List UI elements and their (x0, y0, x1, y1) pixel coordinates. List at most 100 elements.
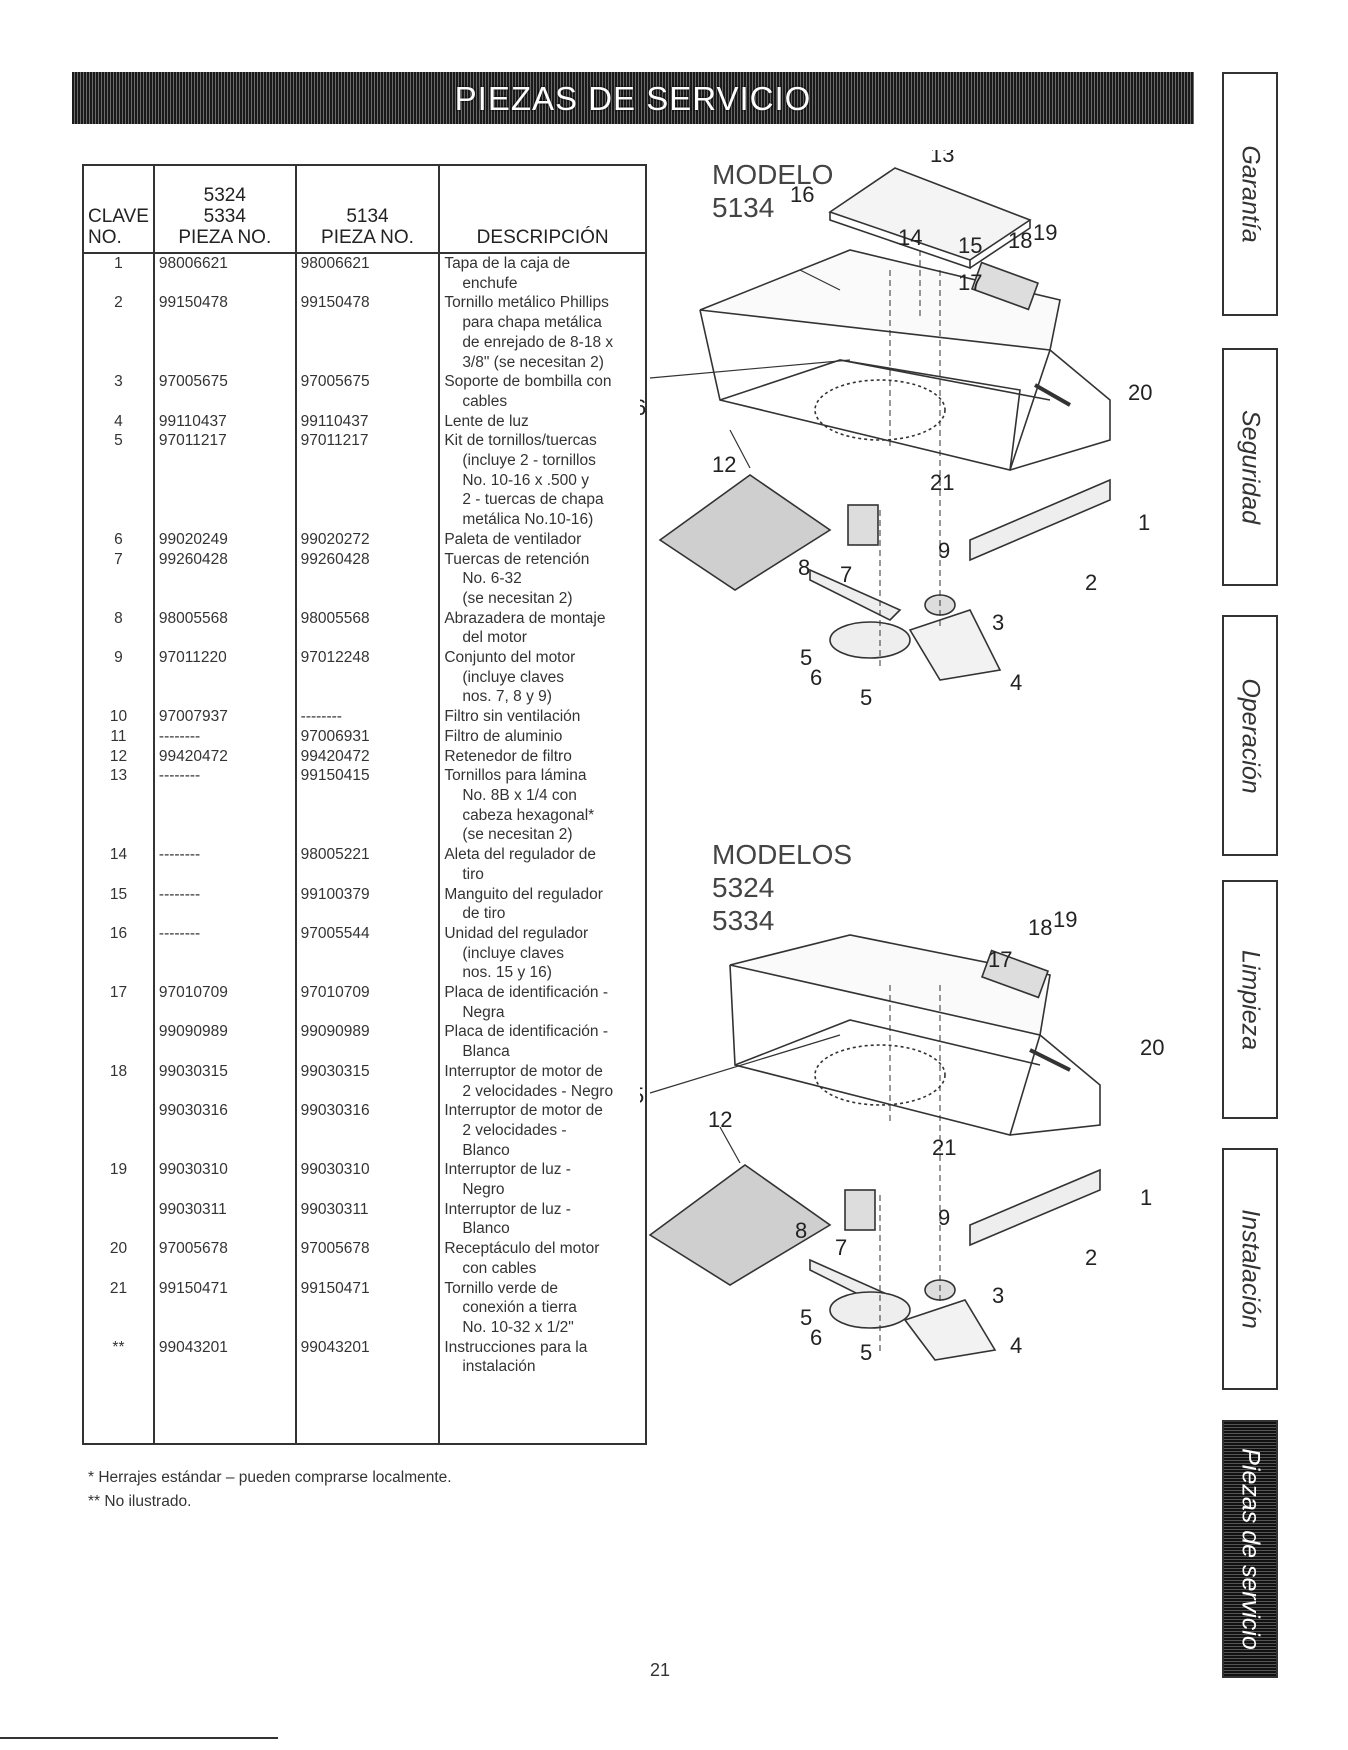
descripcion-cell: Retenedor de filtro (438, 746, 646, 767)
tab-operacion[interactable]: Operación (1222, 615, 1278, 856)
header-descripcion: DESCRIPCIÓN (438, 165, 646, 254)
descripcion-cell: Placa de identificación -Blanca (438, 1022, 646, 1062)
tab-instalacion[interactable]: Instalación (1222, 1148, 1278, 1390)
callout-21: 21 (930, 470, 954, 495)
footnote-not-illustrated: ** No ilustrado. (88, 1493, 192, 1510)
descripcion-continuation: Blanco (462, 1141, 510, 1159)
pieza-5134-cell: 99090989 (294, 1022, 440, 1062)
callout-b-12: 12 (708, 1107, 732, 1132)
clave-cell: 6 (114, 530, 123, 548)
descripcion-cell: Paleta de ventilador (438, 529, 646, 550)
callout-9: 9 (938, 538, 950, 563)
callouts-top: 13 16 14 15 18 19 17 20 6 11 12 21 9 1 8… (640, 150, 1152, 710)
callout-5b: 5 (860, 685, 872, 710)
callout-b-18: 18 (1028, 915, 1052, 940)
pieza-5324-5334-cell: 97005678 (152, 1239, 296, 1279)
pieza-5134-cell: 97012248 (294, 648, 440, 708)
pieza-5134-cell: 99150471 (294, 1278, 440, 1338)
tab-seguridad-label: Seguridad (1236, 410, 1265, 524)
pieza-5324-5334-cell: -------- (152, 884, 296, 924)
pieza-5134-cell: 99030315 (294, 1061, 440, 1102)
pieza-5324-5334-cell: 97010709 (152, 983, 296, 1023)
clave-cell: 14 (109, 846, 128, 864)
descripcion-continuation: 2 velocidades - Negro (462, 1082, 614, 1100)
callout-5: 5 (800, 645, 812, 670)
pieza-5324-5334-cell: -------- (152, 845, 296, 885)
pieza-5324-5334-cell: 99030315 (152, 1061, 296, 1102)
descripcion-cell: Filtro sin ventilación (438, 707, 646, 727)
descripcion-line: Paleta de ventilador (444, 530, 582, 548)
callout-7: 7 (840, 562, 852, 587)
pieza-5134-cell: 99030310 (294, 1160, 440, 1200)
callout-b-17: 17 (988, 947, 1012, 972)
descripcion-line: Tornillo metálico Phillips (444, 294, 609, 312)
pieza-5324-5334-cell: 99150478 (152, 293, 296, 373)
descripcion-continuation: No. 10-16 x .500 y (462, 471, 589, 489)
pieza-5324-5334-cell: 99150471 (152, 1278, 296, 1338)
pieza-5324-5334-cell: 97005675 (152, 372, 296, 412)
callout-b-1: 1 (1140, 1185, 1152, 1210)
clave-cell: 4 (114, 412, 123, 430)
tab-limpieza[interactable]: Limpieza (1222, 880, 1278, 1119)
descripcion-continuation: (incluye claves (462, 944, 564, 962)
callout-17: 17 (958, 270, 982, 295)
callout-b-9: 9 (938, 1205, 950, 1230)
pieza-5324-5334-cell: 99030310 (152, 1160, 296, 1200)
descripcion-continuation: 3/8" (se necesitan 2) (462, 353, 604, 371)
descripcion-continuation: con cables (462, 1259, 537, 1277)
callout-b-20: 20 (1140, 1035, 1164, 1060)
tab-seguridad[interactable]: Seguridad (1222, 348, 1278, 586)
header-pieza-5134: 5134 PIEZA NO. (294, 165, 440, 254)
descripcion-continuation: (se necesitan 2) (462, 589, 573, 607)
pieza-5134-cell: 99030311 (294, 1199, 440, 1240)
pieza-5324-5334-cell: 97011220 (152, 648, 296, 708)
pieza-5324-5334-cell: 98005568 (152, 608, 296, 649)
descripcion-continuation: Negra (462, 1003, 505, 1021)
callout-14: 14 (898, 225, 922, 250)
tab-piezas-de-servicio[interactable]: Piezas de servicio (1222, 1420, 1278, 1678)
pieza-5324-5334-cell: -------- (152, 923, 296, 984)
table-filler-row (83, 1377, 646, 1444)
pieza-5324-5334-cell: 99090989 (152, 1022, 296, 1062)
pieza-5134-cell: 99043201 (294, 1337, 440, 1378)
callout-b-19: 19 (1053, 907, 1077, 932)
descripcion-line: Abrazadera de montaje (444, 609, 606, 627)
header-pieza-5324-5334: 5324 5334 PIEZA NO. (152, 165, 296, 254)
descripcion-continuation: 2 - tuercas de chapa (462, 491, 604, 509)
pieza-5324-5334-cell: 97007937 (152, 707, 296, 727)
page-number: 21 (650, 1660, 671, 1680)
clave-cell: 1 (114, 255, 123, 272)
tab-garantia[interactable]: Garantía (1222, 72, 1278, 316)
callout-6b: 6 (810, 665, 822, 690)
callout-b-21: 21 (932, 1135, 956, 1160)
pieza-5324-5334-cell: 99110437 (152, 411, 296, 432)
descripcion-line: Instrucciones para la (444, 1338, 588, 1356)
clave-cell (83, 1101, 154, 1160)
callout-b-8: 8 (795, 1218, 807, 1243)
descripcion-continuation: No. 8B x 1/4 con (462, 786, 577, 804)
clave-cell: 9 (114, 649, 123, 667)
descripcion-line: Interruptor de luz - (444, 1161, 571, 1179)
descripcion-continuation: Blanco (462, 1220, 510, 1238)
descripcion-cell: Interruptor de luz -Blanco (438, 1199, 646, 1240)
clave-cell: 10 (109, 708, 128, 726)
callout-19: 19 (1033, 220, 1057, 245)
descripcion-cell: Interruptor de luz -Negro (438, 1160, 646, 1200)
descripcion-continuation: (incluye 2 - tornillos (462, 452, 596, 470)
descripcion-continuation: tiro (462, 865, 484, 883)
descripcion-line: Filtro sin ventilación (444, 708, 581, 726)
